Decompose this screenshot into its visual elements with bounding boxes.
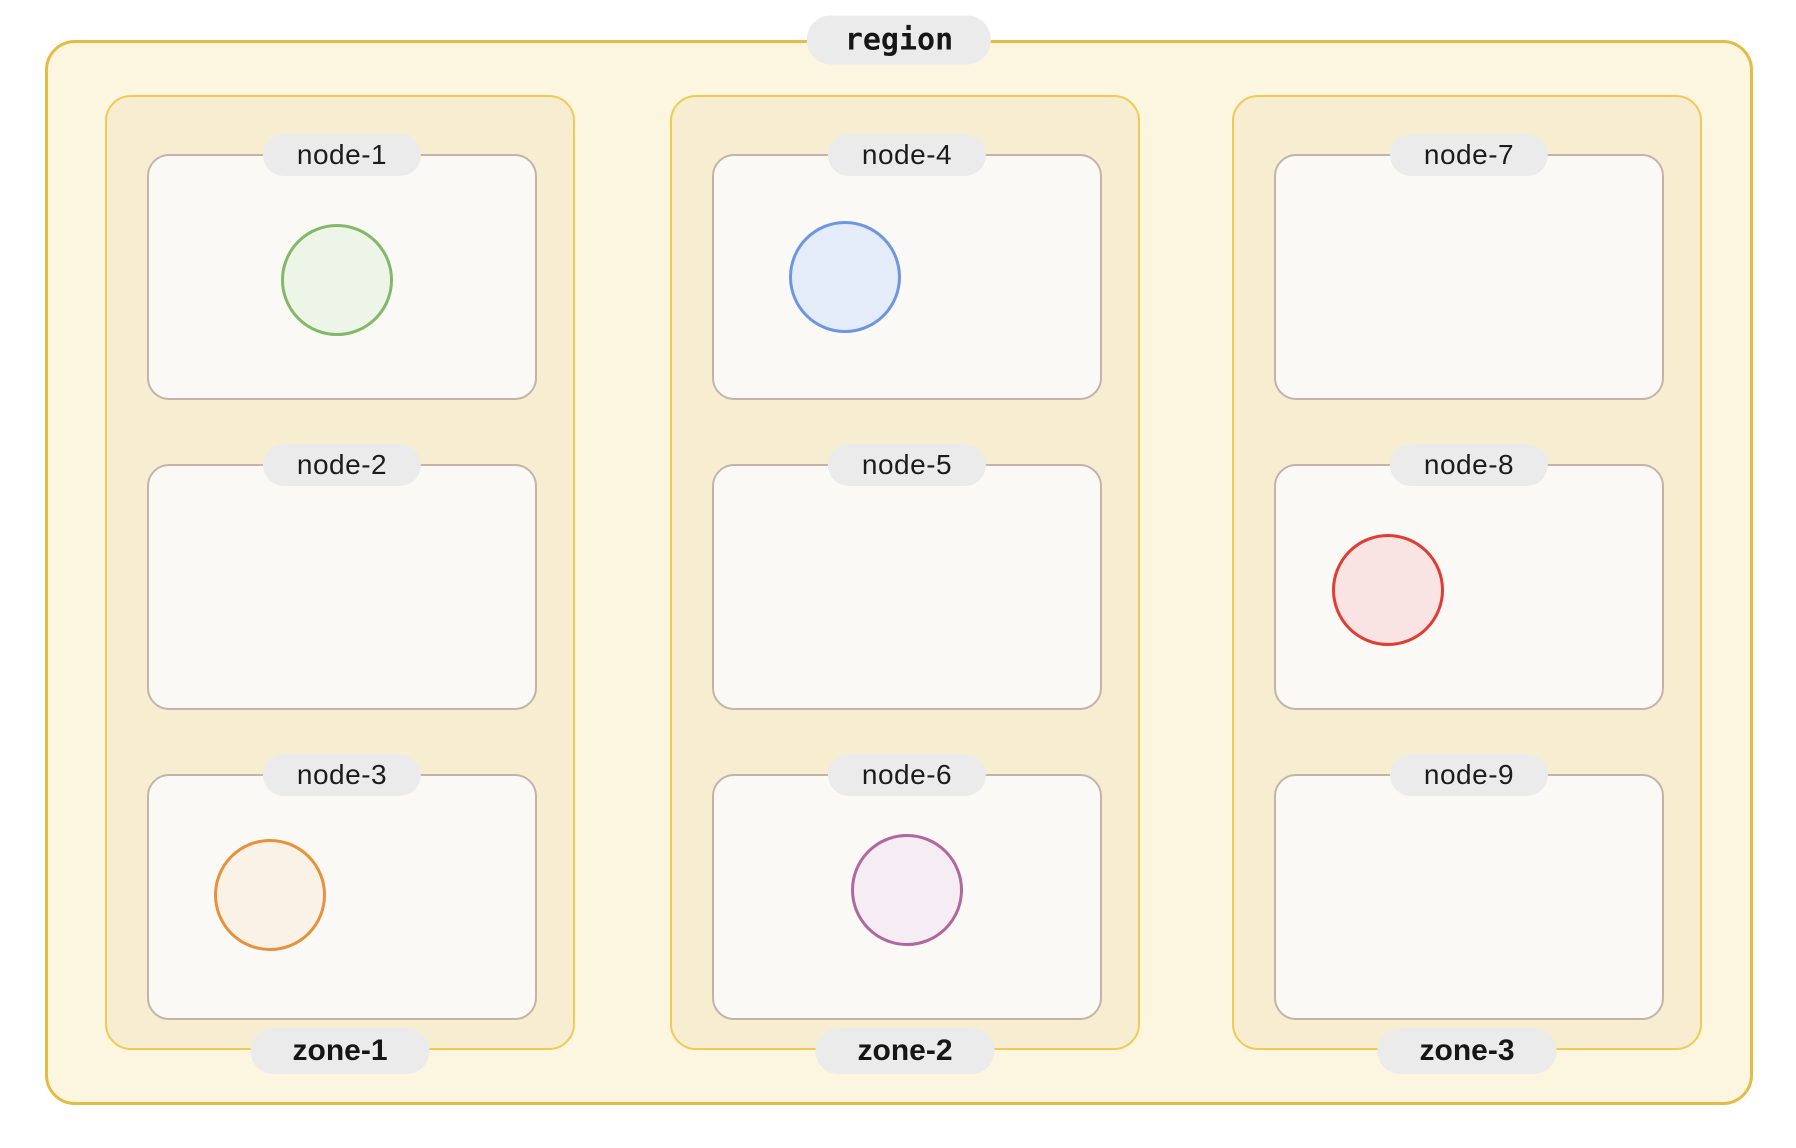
- pod-circle-green: [281, 224, 393, 336]
- node-7-label: node-7: [1389, 134, 1549, 176]
- node-2-label: node-2: [262, 444, 422, 486]
- pod-circle-blue: [789, 221, 901, 333]
- node-3-box: node-3: [147, 754, 537, 1020]
- node-2-box: node-2: [147, 444, 537, 710]
- node-7-box: node-7: [1274, 134, 1664, 400]
- region-label: region: [806, 15, 992, 65]
- node-9-box: node-9: [1274, 754, 1664, 1020]
- zone-1-label: zone-1: [250, 1027, 430, 1074]
- node-1-label: node-1: [262, 134, 422, 176]
- pod-circle-red: [1332, 534, 1444, 646]
- node-3-label: node-3: [262, 754, 422, 796]
- node-4-label: node-4: [827, 134, 987, 176]
- node-1-box: node-1: [147, 134, 537, 400]
- pod-circle-purple: [851, 834, 963, 946]
- zone-1-container: node-1 node-2 node-3 zone-1: [105, 95, 575, 1074]
- node-5-label: node-5: [827, 444, 987, 486]
- node-9-label: node-9: [1389, 754, 1549, 796]
- zone-3-label: zone-3: [1377, 1027, 1557, 1074]
- zone-2-label: zone-2: [815, 1027, 995, 1074]
- node-8-box: node-8: [1274, 444, 1664, 710]
- node-5-box: node-5: [712, 444, 1102, 710]
- node-4-box: node-4: [712, 134, 1102, 400]
- node-8-label: node-8: [1389, 444, 1549, 486]
- zone-2-container: node-4 node-5 node-6 zone-2: [670, 95, 1140, 1074]
- node-6-box: node-6: [712, 754, 1102, 1020]
- region-container: region node-1 node-2 node-3 zone-1 node-…: [45, 15, 1753, 1105]
- zone-3-container: node-7 node-8 node-9 zone-3: [1232, 95, 1702, 1074]
- pod-circle-orange: [214, 839, 326, 951]
- node-6-label: node-6: [827, 754, 987, 796]
